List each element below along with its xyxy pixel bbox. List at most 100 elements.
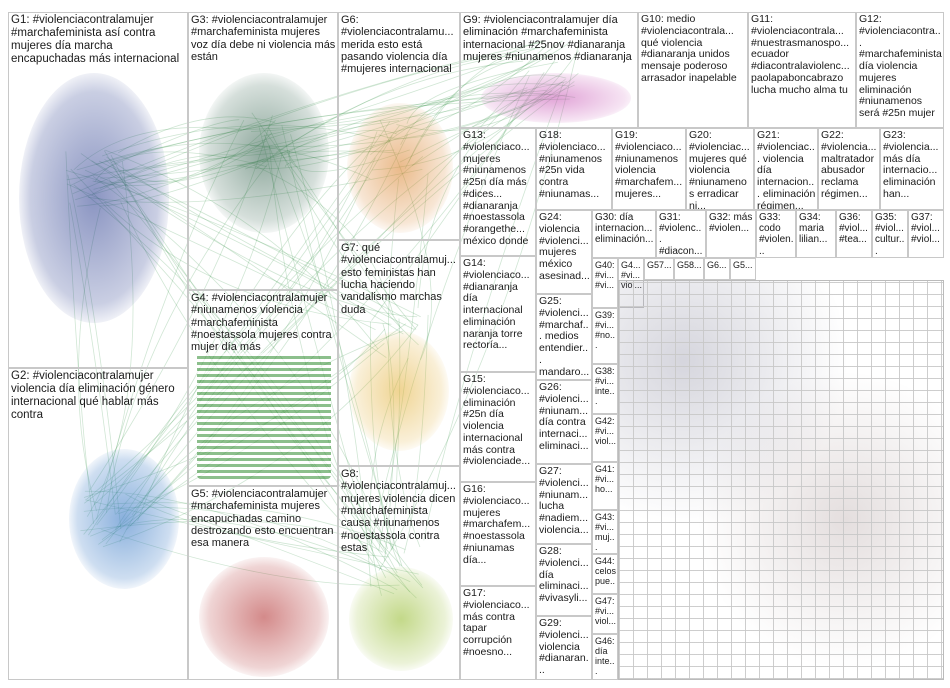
group-g10-label: G10: medio #violenciacontrala... qué vio…	[641, 14, 746, 85]
group-g20[interactable]: G20: #violenciac... mujeres qué violenci…	[686, 128, 754, 210]
group-g18-label: G18: #violenciaco... #niunamenos #25n vi…	[539, 130, 610, 201]
group-g40[interactable]: G40: #vi... #vi...	[592, 258, 618, 308]
group-g11-label: G11: #violenciacontrala... #nuestrasmano…	[751, 14, 854, 96]
group-g24[interactable]: G24: violencia #violenci... mujeres méxi…	[536, 210, 592, 294]
group-g22-label: G22: #violencia... maltratador abusador …	[821, 130, 878, 201]
g4-cluster	[197, 353, 331, 479]
group-g12[interactable]: G12: #violenciacontra... #marchafeminist…	[856, 12, 944, 128]
group-g32-label: G32: más #violen...	[709, 212, 754, 234]
group-g16[interactable]: G16: #violenciaco... mujeres #marchafem.…	[460, 482, 536, 586]
group-g35[interactable]: G35: #viol... cultur...	[872, 210, 908, 258]
group-g5[interactable]: G5: #violenciacontralamujer #marchafemin…	[188, 486, 338, 680]
group-g44-label: G44: celos pue...	[595, 556, 616, 594]
group-g38[interactable]: G38: #vi... inte...	[592, 364, 618, 414]
group-g35-label: G35: #viol... cultur...	[875, 212, 906, 257]
group-g1-label: G1: #violenciacontralamujer #marchafemin…	[11, 14, 186, 66]
group-g5a-label: G5...	[733, 260, 754, 270]
group-g27[interactable]: G27: #violenci... #niunam... lucha #nadi…	[536, 464, 592, 544]
group-g27-label: G27: #violenci... #niunam... lucha #nadi…	[539, 466, 590, 537]
group-g39-label: G39: #vi... #no...	[595, 310, 616, 350]
group-g8-label: G8: #violenciacontralamuj... mujeres vio…	[341, 468, 458, 554]
group-g32[interactable]: G32: más #violen...	[706, 210, 756, 258]
group-g41[interactable]: G41: #vi... ho...	[592, 462, 618, 510]
group-g1[interactable]: G1: #violenciacontralamujer #marchafemin…	[8, 12, 188, 368]
group-g38-label: G38: #vi... inte...	[595, 366, 616, 406]
group-g57[interactable]: G57...	[644, 258, 674, 280]
group-g29[interactable]: G29: #violenci... violencia #dianaran...	[536, 616, 592, 680]
g3-cluster	[199, 73, 329, 233]
group-g7-label: G7: qué #violenciacontralamuj... esto fe…	[341, 242, 458, 316]
group-g47[interactable]: G47: #vi... viol...	[592, 594, 618, 634]
group-g37[interactable]: G37: #viol... #viol...	[908, 210, 944, 258]
group-g15[interactable]: G15: #violenciaco... eliminación #25n dí…	[460, 372, 536, 482]
group-g23[interactable]: G23: #violencia... más día internacio...…	[880, 128, 944, 210]
group-g42[interactable]: G42: #vi... viol...	[592, 414, 618, 462]
group-g33-label: G33: codo #violen...	[759, 212, 794, 257]
group-g30[interactable]: G30: día internacion... eliminación...	[592, 210, 656, 258]
group-g6a[interactable]: G6...	[704, 258, 730, 280]
group-g26[interactable]: G26: #violenci... #niunam... día contra …	[536, 380, 592, 464]
group-g58-label: G58...	[677, 260, 702, 270]
group-g28[interactable]: G28: #violenci... día eliminaci... #viva…	[536, 544, 592, 616]
group-g14-label: G14: #violenciaco... #dianaranja día int…	[463, 258, 534, 352]
group-g25[interactable]: G25: #violenci... #marchaf... medios ent…	[536, 294, 592, 380]
g7-cluster	[349, 331, 449, 451]
group-g37-label: G37: #viol... #viol...	[911, 212, 942, 246]
g2-cluster	[69, 449, 179, 589]
group-g46-label: G46: día inte...	[595, 636, 616, 676]
group-g4[interactable]: G4: #violenciacontralamujer #niunamenos …	[188, 290, 338, 486]
group-g28-label: G28: #violenci... día eliminaci... #viva…	[539, 546, 590, 605]
group-g43-label: G43: #vi... muj...	[595, 512, 616, 552]
group-g18[interactable]: G18: #violenciaco... #niunamenos #25n vi…	[536, 128, 612, 210]
group-g34[interactable]: G34: maria lilian...	[796, 210, 836, 258]
group-g3[interactable]: G3: #violenciacontralamujer #marchafemin…	[188, 12, 338, 290]
group-g19-label: G19: #violenciaco... #niunamenos violenc…	[615, 130, 684, 201]
group-g40-label: G40: #vi... #vi...	[595, 260, 616, 290]
group-g24-label: G24: violencia #violenci... mujeres méxi…	[539, 212, 590, 283]
g5-cluster	[199, 557, 329, 677]
group-g36[interactable]: G36: #viol... #tea...	[836, 210, 872, 258]
group-g46[interactable]: G46: día inte...	[592, 634, 618, 680]
tiny-groups-texture	[619, 281, 943, 679]
group-g6-label: G6: #violenciacontralamu... merida esto …	[341, 14, 458, 76]
group-g14[interactable]: G14: #violenciaco... #dianaranja día int…	[460, 256, 536, 372]
group-g5a[interactable]: G5...	[730, 258, 756, 280]
group-g33[interactable]: G33: codo #violen...	[756, 210, 796, 258]
group-g16-label: G16: #violenciaco... mujeres #marchafem.…	[463, 484, 534, 566]
group-g19[interactable]: G19: #violenciaco... #niunamenos violenc…	[612, 128, 686, 210]
group-g17-label: G17: #violenciaco... más contra tapar co…	[463, 588, 534, 659]
group-g21[interactable]: G21: #violenciac... violencia día intern…	[754, 128, 818, 210]
group-g58[interactable]: G58...	[674, 258, 704, 280]
group-g29-label: G29: #violenci... violencia #dianaran...	[539, 618, 590, 677]
group-g9[interactable]: G9: #violenciacontralamujer día eliminac…	[460, 12, 638, 128]
group-g11[interactable]: G11: #violenciacontrala... #nuestrasmano…	[748, 12, 856, 128]
group-g13[interactable]: G13: #violenciaco... mujeres #niunamenos…	[460, 128, 536, 256]
group-g10[interactable]: G10: medio #violenciacontrala... qué vio…	[638, 12, 748, 128]
group-g36-label: G36: #viol... #tea...	[839, 212, 870, 246]
group-g3-label: G3: #violenciacontralamujer #marchafemin…	[191, 14, 336, 63]
g9-cluster	[481, 73, 631, 123]
group-g12-label: G12: #violenciacontra... #marchafeminist…	[859, 14, 942, 120]
group-g43[interactable]: G43: #vi... muj...	[592, 510, 618, 554]
group-g2[interactable]: G2: #violenciacontralamujer violencia dí…	[8, 368, 188, 680]
group-g9-label: G9: #violenciacontralamujer día eliminac…	[463, 14, 636, 63]
group-g44[interactable]: G44: celos pue...	[592, 554, 618, 594]
group-g21-label: G21: #violenciac... violencia día intern…	[757, 130, 816, 210]
group-g31-label: G31: #violenc... #diacon...	[659, 212, 704, 257]
group-g39[interactable]: G39: #vi... #no...	[592, 308, 618, 364]
group-g7[interactable]: G7: qué #violenciacontralamuj... esto fe…	[338, 240, 460, 466]
group-g20-label: G20: #violenciac... mujeres qué violenci…	[689, 130, 752, 210]
group-g41-label: G41: #vi... ho...	[595, 464, 616, 494]
group-g4-label: G4: #violenciacontralamujer #niunamenos …	[191, 292, 336, 354]
group-g13-label: G13: #violenciaco... mujeres #niunamenos…	[463, 130, 534, 248]
group-g6[interactable]: G6: #violenciacontralamu... merida esto …	[338, 12, 460, 240]
group-g15-label: G15: #violenciaco... eliminación #25n dí…	[463, 374, 534, 468]
group-g30-label: G30: día internacion... eliminación...	[595, 212, 654, 246]
group-g22[interactable]: G22: #violencia... maltratador abusador …	[818, 128, 880, 210]
group-g34-label: G34: maria lilian...	[799, 212, 834, 246]
group-g31[interactable]: G31: #violenc... #diacon...	[656, 210, 706, 258]
group-g8[interactable]: G8: #violenciacontralamuj... mujeres vio…	[338, 466, 460, 680]
group-g6a-label: G6...	[707, 260, 728, 270]
group-g17[interactable]: G17: #violenciaco... más contra tapar co…	[460, 586, 536, 680]
